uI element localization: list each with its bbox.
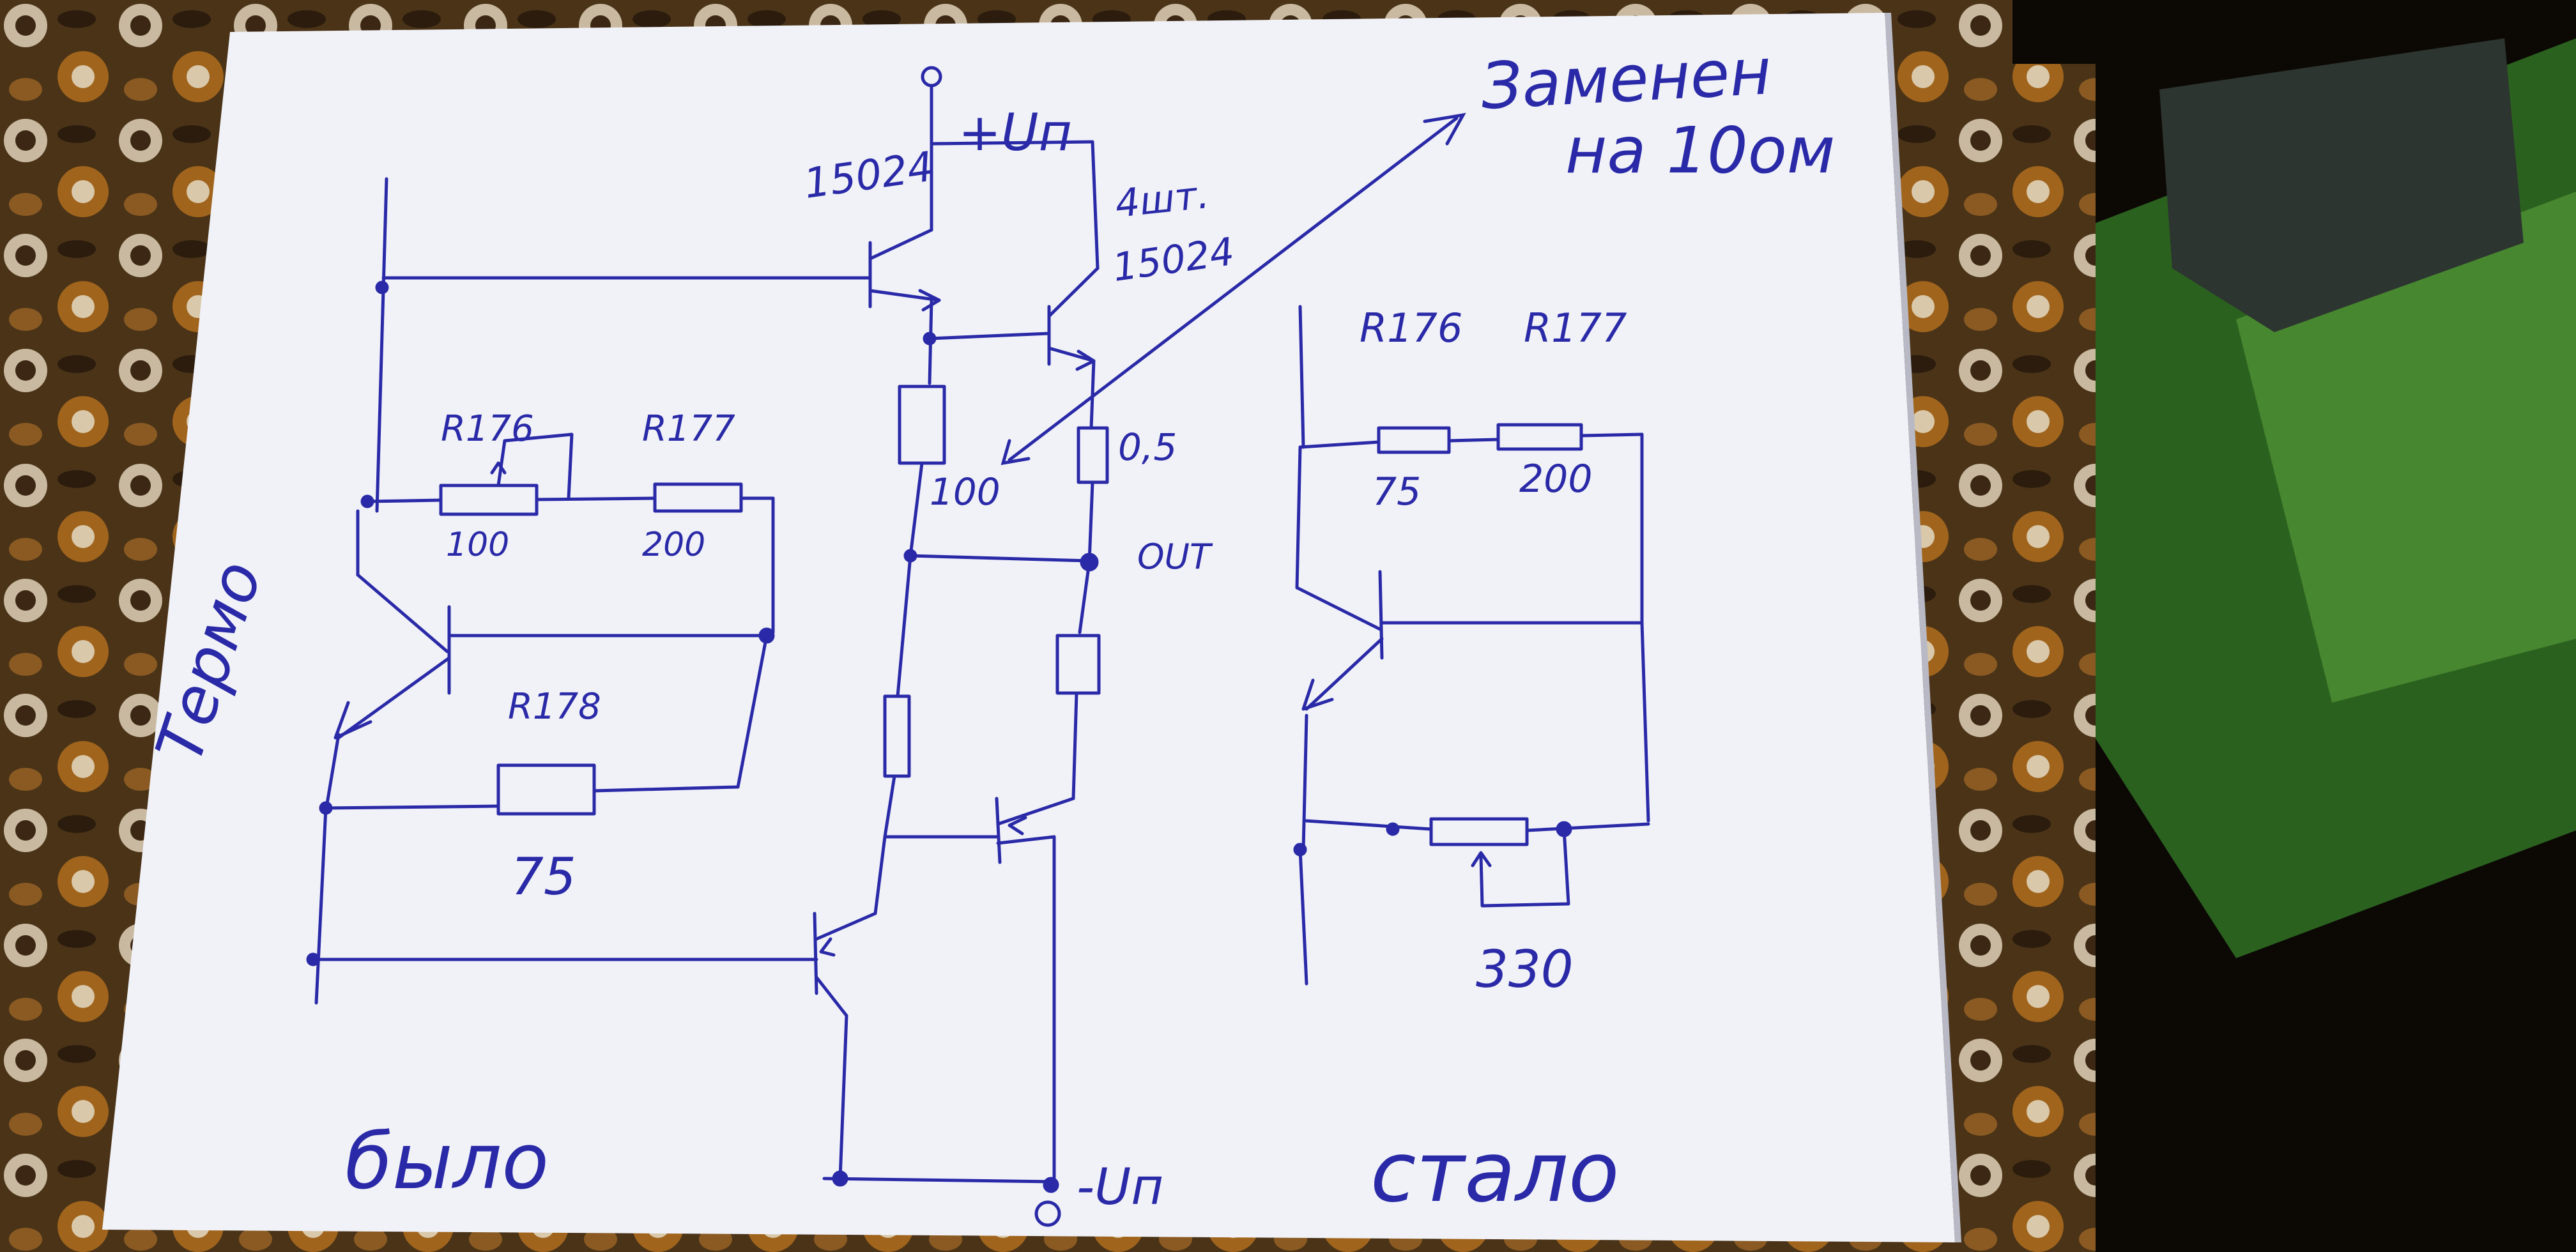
annotation-line1: Заменен [1479,34,1773,124]
pot-value-right: 330 [1476,940,1574,999]
r176-value-right: 75 [1372,470,1421,514]
grey-object [2159,38,2524,332]
paper-shadow-edge [1885,13,1961,1242]
r177-value-left: 200 [642,526,705,564]
resistor-lower-left [883,694,911,778]
transistor-bottom-base [813,912,818,995]
paper-sheet [102,13,1955,1242]
transistor-parallel-label-line1: 4шт. [1113,172,1211,227]
minus-supply-terminal [1034,1200,1061,1227]
r178-value: 75 [511,847,576,906]
r178-label: R178 [508,686,601,728]
right-circuit [1293,305,1650,986]
r177-label-right: R177 [1524,305,1627,351]
out-label: OUT [1137,537,1213,577]
right-transistor-base [1378,570,1384,660]
r177-label-left: R177 [642,408,735,450]
green-object-highlight [2236,192,2576,703]
r176-value-left: 100 [446,526,509,564]
annotation-line2: на 10ом [1565,113,1835,188]
transistor-lower-middle-base [995,797,1002,864]
annotation-arrow [1000,112,1466,466]
left-circuit [306,66,1109,1227]
r176-label-right: R176 [1360,305,1462,351]
r-out-value: 0,5 [1118,425,1177,469]
r176-label-left: R176 [441,408,534,450]
minus-supply-label: -Uп [1077,1159,1163,1216]
r177-value-right: 200 [1519,457,1593,501]
plus-supply-label: +Uп [958,103,1072,162]
left-title: было [345,1118,549,1207]
r-emitter-value: 100 [930,470,1000,514]
right-title: стало [1370,1124,1620,1221]
